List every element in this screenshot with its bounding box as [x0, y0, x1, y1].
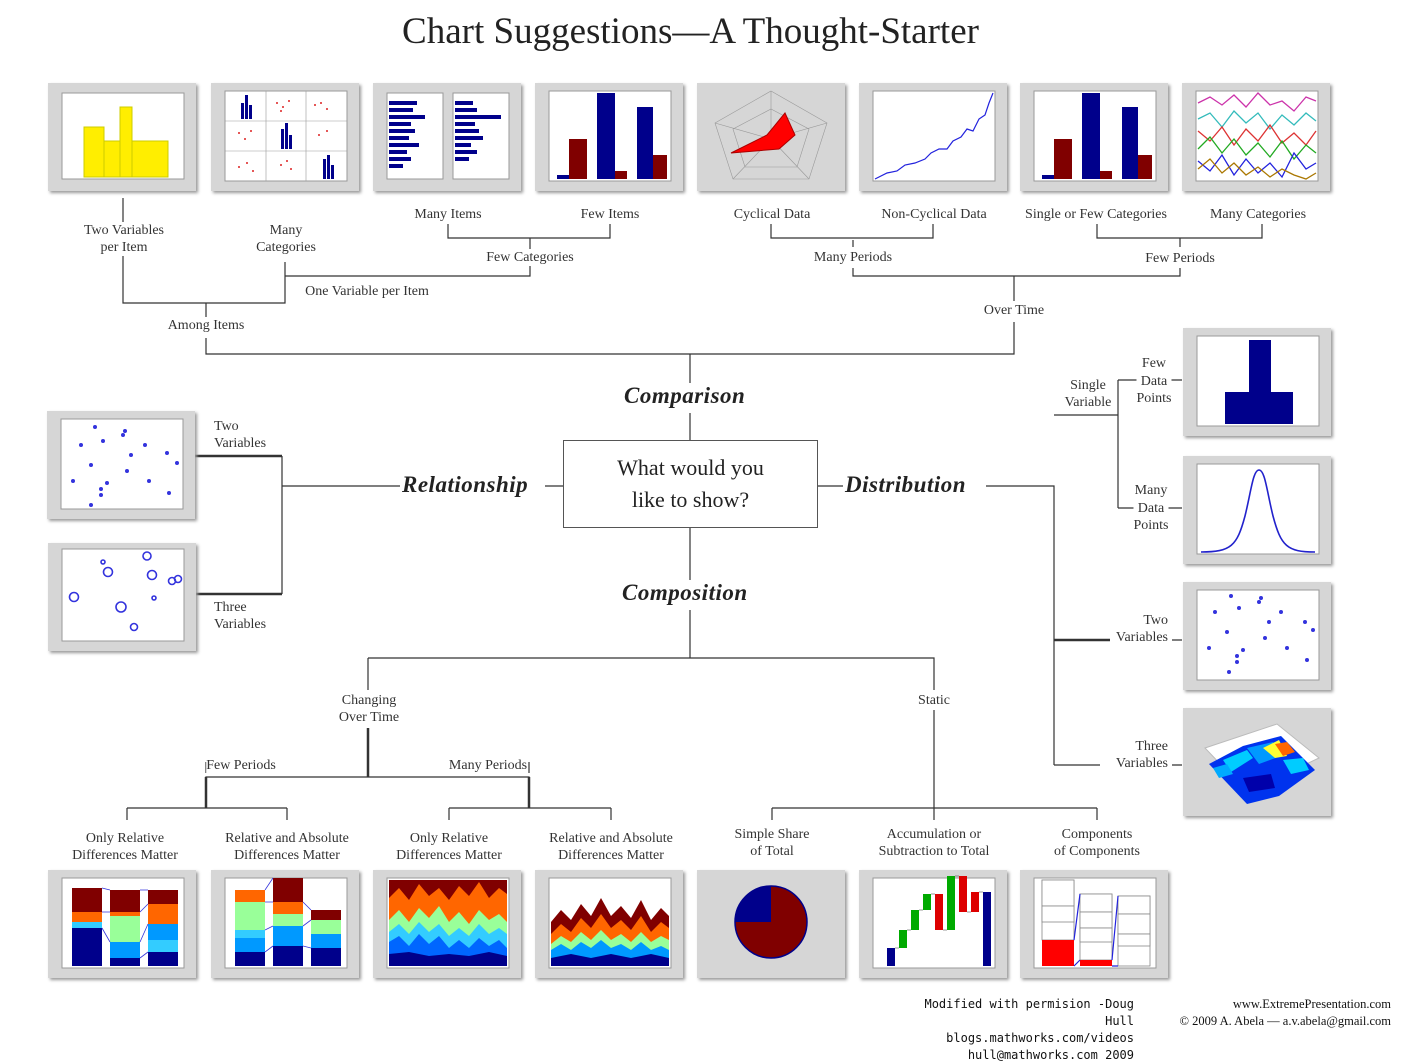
column-chart-over-time-icon — [1020, 83, 1168, 191]
category-relationship: Relationship — [402, 472, 529, 498]
table-or-scatter-matrix-icon — [211, 83, 359, 191]
center-question-box: What would you like to show? — [563, 440, 818, 528]
label-many-items: Many Items — [414, 206, 482, 223]
footer-credits-left: Modified with permision -Doug Hull blogs… — [906, 996, 1134, 1064]
center-question-line-1: What would you — [617, 455, 764, 480]
column-chart-icon — [535, 83, 683, 191]
footer-left-line-3: hull@mathworks.com 2009 — [967, 1048, 1134, 1062]
footer-right-line-1: www.ExtremePresentation.com — [1232, 997, 1391, 1011]
label-composition-many-periods: Many Periods — [448, 757, 528, 774]
label-cyclical-data: Cyclical Data — [733, 206, 811, 223]
label-many-categories-time: Many Categories — [1209, 206, 1307, 223]
stacked-100-column-with-subcomponents-icon — [1020, 870, 1168, 978]
label-few-periods: Few Periods — [1145, 250, 1215, 267]
circular-area-chart-icon — [697, 83, 845, 191]
label-one-variable-per-item: One Variable per Item — [305, 283, 429, 300]
footer-left-line-2: blogs.mathworks.com/videos — [946, 1031, 1134, 1045]
column-histogram-icon — [1183, 328, 1331, 436]
label-single-or-few-categories: Single or Few Categories — [1025, 206, 1167, 223]
label-non-cyclical-data: Non-Cyclical Data — [881, 206, 987, 223]
label-few-items: Few Items — [580, 206, 640, 223]
footer-credits-right: www.ExtremePresentation.com © 2009 A. Ab… — [1140, 996, 1391, 1030]
label-among-items: Among Items — [167, 317, 245, 334]
center-question-line-2: like to show? — [631, 487, 750, 512]
label-composition-few-periods: Few Periods — [206, 757, 276, 774]
variable-width-column-chart-icon — [48, 83, 196, 191]
bar-chart-icon — [373, 83, 521, 191]
footer-left-line-1: Modified with permision -Doug Hull — [924, 997, 1134, 1028]
scatter-chart-icon — [47, 411, 195, 519]
stacked-100-column-chart-icon — [48, 870, 196, 978]
line-chart-icon — [859, 83, 1007, 191]
pie-chart-icon — [697, 870, 845, 978]
category-comparison: Comparison — [620, 383, 750, 409]
scatter-chart-distribution-icon — [1183, 582, 1331, 690]
footer-right-line-2: © 2009 A. Abela — a.v.abela@gmail.com — [1179, 1014, 1391, 1028]
category-composition: Composition — [618, 580, 752, 606]
stacked-area-chart-icon — [535, 870, 683, 978]
page-title: Chart Suggestions—A Thought-Starter — [402, 11, 979, 52]
stacked-column-chart-icon — [211, 870, 359, 978]
stacked-100-area-chart-icon — [373, 870, 521, 978]
label-few-categories: Few Categories — [486, 249, 574, 266]
label-over-time: Over Time — [983, 302, 1045, 319]
3d-area-chart-icon — [1183, 708, 1331, 816]
waterfall-chart-icon — [859, 870, 1007, 978]
label-many-periods: Many Periods — [813, 249, 893, 266]
line-chart-many-categories-icon — [1182, 83, 1330, 191]
category-distribution: Distribution — [845, 472, 967, 498]
bubble-chart-icon — [48, 543, 196, 651]
label-static: Static — [918, 692, 950, 709]
line-histogram-icon — [1183, 456, 1331, 564]
